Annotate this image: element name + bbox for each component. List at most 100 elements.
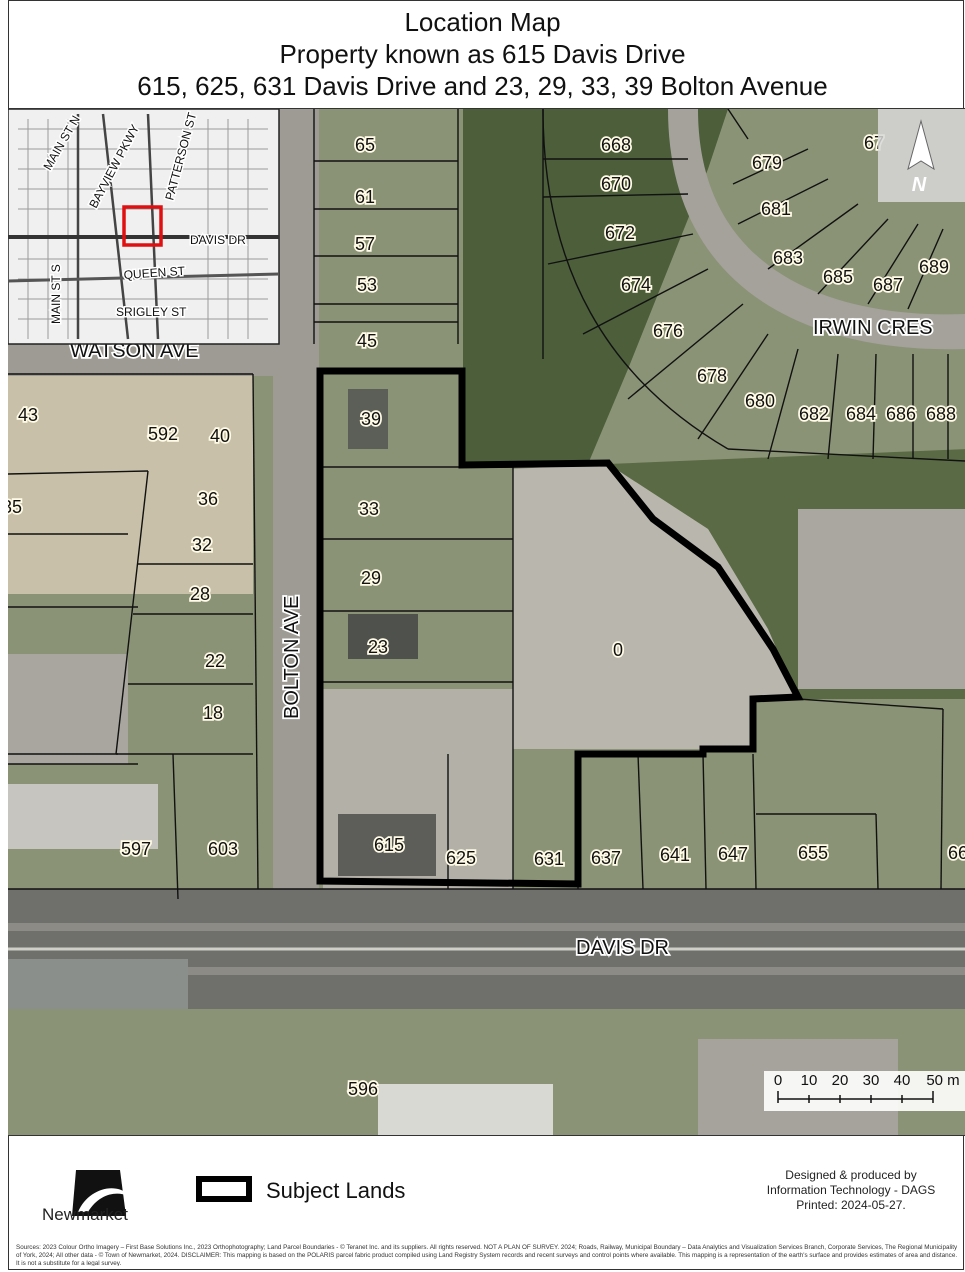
bolton-ave-road [273,109,319,899]
lot-label-592: 592 [148,424,178,444]
lot-label-680: 680 [745,391,775,411]
watson-ave-road [8,344,319,376]
lot-label-29: 29 [361,568,381,588]
lot-label-655: 655 [798,843,828,863]
davis-dr-lane [8,923,965,931]
lot-label-641: 641 [660,845,690,865]
aerial-map[interactable]: WATSON AVE BOLTON AVE IRWIN CRES DAVIS D… [8,108,965,1136]
lot-label-18: 18 [203,703,223,723]
map-title: Location Map Property known as 615 Davis… [0,6,965,102]
inset-queen-st [8,272,280,283]
lot-label-45: 45 [357,331,377,351]
lot-label-597: 597 [121,839,151,859]
credits-line-1: Designed & produced by [785,1168,917,1182]
legend-subject-lands-symbol [196,1176,252,1202]
legend-subject-lands-label: Subject Lands [266,1178,406,1203]
north-letter: N [912,174,927,196]
lot-label-23: 23 [368,637,388,657]
lot-label-631: 631 [534,849,564,869]
open-lot-592 [8,374,253,594]
lot-label-603: 603 [208,839,238,859]
lot-label-676: 676 [653,321,683,341]
scale-tick-label: 20 [832,1072,849,1089]
lot-label-647: 647 [718,844,748,864]
lot-label-683: 683 [773,248,803,268]
north-arrow-icon [907,119,935,171]
lot-labels: 65 61 57 53 45 668 670 672 674 676 678 680 682 684 686… [8,131,965,1101]
scale-tick-label: 40 [894,1072,911,1089]
label-davis-dr: DAVIS DR [576,937,669,959]
lot-label-682: 682 [799,404,829,424]
lot-label-35: 35 [8,497,22,517]
credits-line-3: Printed: 2024-05-27. [796,1198,906,1212]
inset-street-label: SRIGLEY ST [116,305,187,319]
bridge-ramp [8,959,188,1009]
scale-tick-label: 30 [863,1072,880,1089]
credits-line-2: Information Technology - DAGS [766,1183,936,1197]
scale-bar-ticks: 0 10 20 30 40 50 m [774,1072,960,1103]
newmarket-logo-icon [72,1170,132,1216]
scale-bar: 0 10 20 30 40 50 m [764,1071,965,1111]
lot-label-686: 686 [886,404,916,424]
inset-highlight-box [122,205,163,247]
title-line-1: Location Map [404,7,561,37]
house-39 [348,389,388,449]
lot-label-33: 33 [359,499,379,519]
sources-disclaimer: Sources: 2023 Colour Ortho Imagery – Fir… [16,1244,958,1266]
lot-label-32: 32 [192,535,212,555]
north-arrow: N [878,109,965,202]
lot-label-625: 625 [446,848,476,868]
lot-label-689: 689 [919,257,949,277]
inset-street-label: QUEEN ST [123,264,186,282]
newmarket-logo-text: Newmarket [42,1205,128,1224]
lot-label-61: 61 [355,187,375,207]
lot-label-637: 637 [591,848,621,868]
title-line-2: Property known as 615 Davis Drive [279,39,686,69]
wooded-area [463,109,728,464]
lot-label-668: 668 [601,135,631,155]
map-canvas: WATSON AVE BOLTON AVE IRWIN CRES DAVIS D… [8,109,965,1135]
street-labels: WATSON AVE BOLTON AVE IRWIN CRES DAVIS D… [68,315,934,961]
scale-tick-label: 50 m [926,1072,959,1089]
davis-dr-lane-2 [8,967,965,975]
lot-label-36: 36 [198,489,218,509]
lot-label-678: 678 [697,366,727,386]
lot-label-28: 28 [190,584,210,604]
building-597 [8,784,158,849]
lot-label-685: 685 [823,267,853,287]
lot-label-596: 596 [348,1079,378,1099]
lot-label-681: 681 [761,199,791,219]
parking-lot-west [8,654,128,764]
parcel-lines [8,109,965,900]
lot-label-672: 672 [605,223,635,243]
inset-street-label: MAIN ST S [49,264,63,324]
inset-arterials [76,113,160,340]
lot-label-674: 674 [621,275,651,295]
lot-label-688: 688 [926,404,956,424]
lot-label-57: 57 [355,234,375,254]
scale-tick-label: 10 [801,1072,818,1089]
lot-label-22: 22 [205,651,225,671]
lot-label-53: 53 [357,275,377,295]
lot-label-65: 65 [355,135,375,155]
scale-tick-label: 0 [774,1072,782,1089]
lot-label-66: 66 [948,843,965,863]
subject-lands-boundary[interactable] [316,367,804,888]
credits-block: Designed & produced by Information Techn… [741,1168,961,1213]
lot-label-684: 684 [846,404,876,424]
lot-label-670: 670 [601,174,631,194]
lot-label-615: 615 [374,835,404,855]
inset-map-panel [8,109,280,345]
label-irwin-cres: IRWIN CRES [813,317,933,339]
lot-label-39: 39 [361,409,381,429]
title-line-3: 615, 625, 631 Davis Drive and 23, 29, 33… [137,71,828,101]
lot-label-40: 40 [210,426,230,446]
label-bolton-ave: BOLTON AVE [281,596,303,719]
building-615 [338,814,436,876]
building-596 [378,1084,553,1135]
house-23 [348,614,418,659]
scale-bar-panel [764,1071,965,1111]
lot-label-0: 0 [613,640,623,660]
lot-label-679: 679 [752,153,782,173]
